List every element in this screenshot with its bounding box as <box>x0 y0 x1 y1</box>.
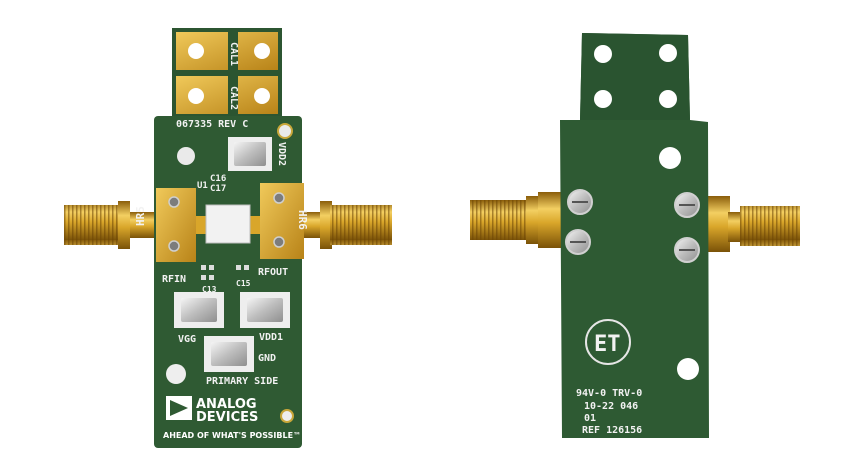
ref-label: REF 126156 <box>582 425 642 436</box>
cal2-label: CAL2 <box>228 86 239 110</box>
back-hole <box>594 90 612 108</box>
back-hole <box>677 358 699 380</box>
logo-line-1: ANALOG <box>196 397 257 412</box>
cal-hole <box>254 43 270 59</box>
back-hole <box>659 147 681 169</box>
chip-marking-2: #204 <box>216 225 235 234</box>
mount-hole <box>280 409 294 423</box>
right-conn-label: HR6 <box>296 210 309 230</box>
back-screws <box>565 189 700 263</box>
date-code-label: 10-22 046 <box>584 401 638 412</box>
vdd2-label: VDD2 <box>276 142 287 166</box>
part-number: 067335 REV C <box>176 119 248 130</box>
mount-hole <box>166 364 186 384</box>
front-board: HR5 CAL1 CAL2 067335 REV C VDD2 C16 C17 … <box>64 28 392 448</box>
left-sma-connector: HR5 <box>64 201 160 249</box>
u1-label: U1 <box>197 181 208 191</box>
mount-hole <box>277 123 293 139</box>
left-conn-label: HR5 <box>134 206 147 226</box>
back-board: ET 94V-0 TRV-0 10-22 046 01 REF 126156 <box>470 33 800 438</box>
cal-hole <box>188 88 204 104</box>
rating-label: 94V-0 TRV-0 <box>576 388 642 399</box>
tagline: AHEAD OF WHAT'S POSSIBLE™ <box>163 431 301 440</box>
cal-hole <box>254 88 270 104</box>
c15-label: C15 <box>236 279 251 288</box>
lot-label: 01 <box>584 413 596 424</box>
back-pcb <box>560 33 709 438</box>
back-hole <box>659 44 677 62</box>
c16-label: C16 <box>210 174 226 184</box>
primary-side-label: PRIMARY SIDE <box>206 376 278 387</box>
gnd-label: GND <box>258 353 276 364</box>
rfin-label: RFIN <box>162 274 186 285</box>
mount-hole <box>177 147 195 165</box>
right-sma-connector <box>290 201 392 249</box>
back-hole <box>659 90 677 108</box>
et-logo: ET <box>585 319 631 365</box>
back-right-sma-connector <box>704 196 800 252</box>
et-logo-text: ET <box>594 332 621 357</box>
cal-hole <box>188 43 204 59</box>
back-left-sma-connector <box>470 192 564 248</box>
chip-marking-1: *Z08 <box>216 213 235 222</box>
logo-line-2: DEVICES <box>196 410 258 425</box>
c17-label: C17 <box>210 184 226 194</box>
rfout-label: RFOUT <box>258 267 288 278</box>
analog-devices-logo: ANALOG DEVICES <box>166 396 258 425</box>
cal1-label: CAL1 <box>228 42 239 66</box>
back-hole <box>594 45 612 63</box>
vgg-label: VGG <box>178 334 196 345</box>
c13-label: C13 <box>202 285 217 294</box>
vdd1-label: VDD1 <box>259 332 283 343</box>
amplifier-chip <box>205 204 251 244</box>
